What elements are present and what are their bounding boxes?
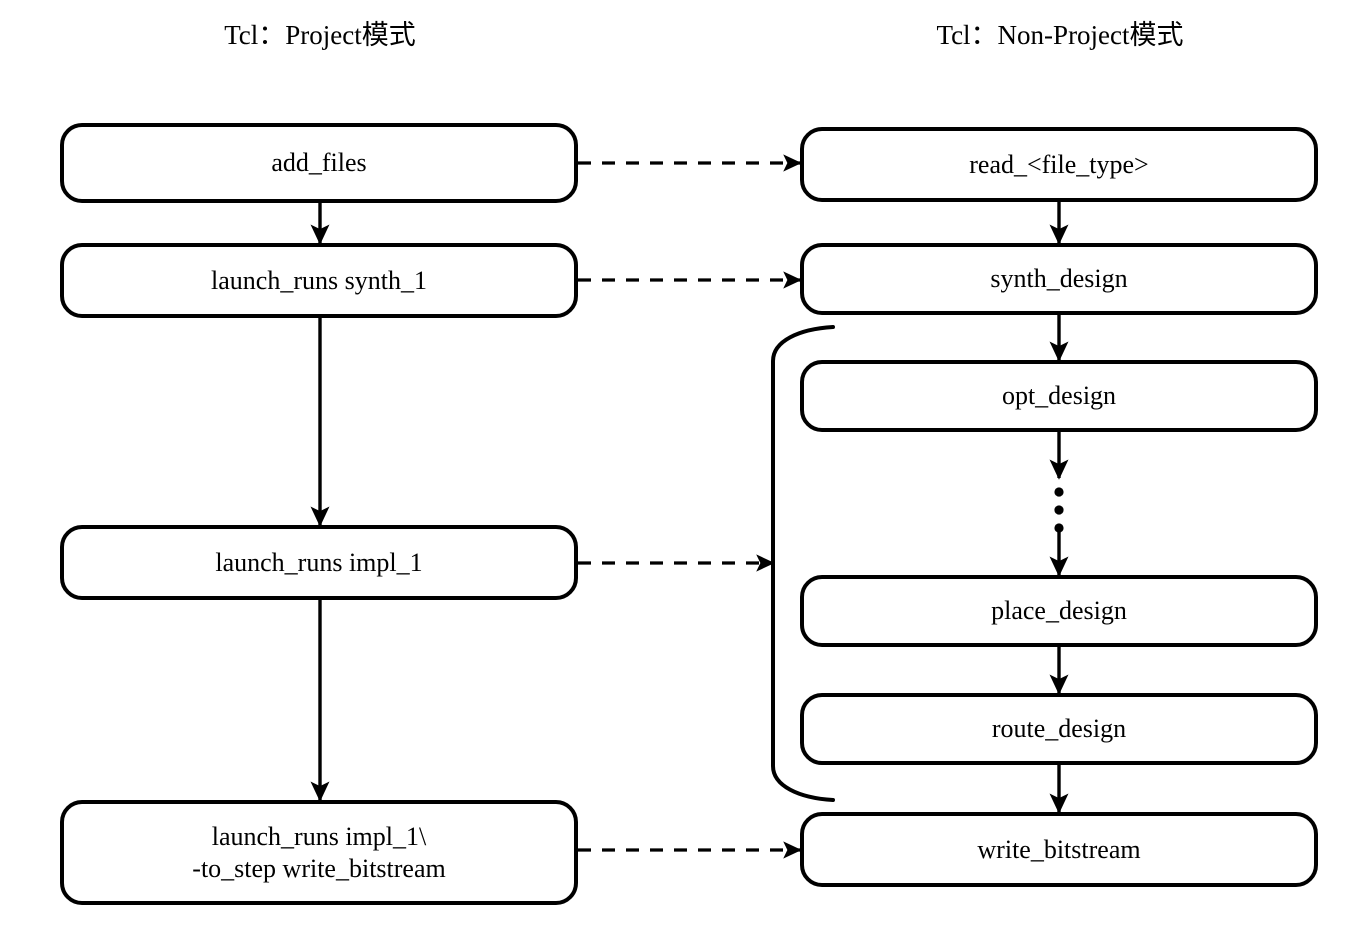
ellipsis-dot [1054,505,1064,515]
node-read-file-type[interactable]: read_<file_type> [800,127,1318,202]
node-synth-design[interactable]: synth_design [800,243,1318,315]
ellipsis-dot [1054,523,1064,533]
node-launch-synth-label: launch_runs synth_1 [211,265,427,295]
column-title-non-project-mode: Tcl：Non-Project模式 [936,20,1184,50]
node-route-design[interactable]: route_design [800,693,1318,765]
node-read-file-type-label: read_<file_type> [969,149,1149,179]
node-launch-synth[interactable]: launch_runs synth_1 [60,243,578,318]
node-opt-design[interactable]: opt_design [800,360,1318,432]
node-launch-impl-label: launch_runs impl_1 [215,547,423,577]
node-write-bitstream[interactable]: write_bitstream [800,812,1318,887]
node-launch-impl[interactable]: launch_runs impl_1 [60,525,578,600]
node-add-files[interactable]: add_files [60,123,578,203]
ellipsis-dot [1054,487,1064,497]
node-launch-impl-bit[interactable]: launch_runs impl_1\ -to_step write_bitst… [60,800,578,905]
node-opt-design-label: opt_design [1001,381,1117,411]
node-route-design-label: route_design [991,714,1127,744]
column-title-project-mode: Tcl：Project模式 [224,20,416,50]
dashed-connectors [578,154,802,859]
node-add-files-label: add_files [271,148,367,178]
node-synth-design-label: synth_design [990,264,1128,294]
node-write-bitstream-label: write_bitstream [977,834,1141,864]
node-launch-impl-bit-label: launch_runs impl_1\ -to_step write_bitst… [192,821,446,883]
vertical-ellipsis-icon [1054,487,1064,533]
node-place-design-label: place_design [991,596,1127,626]
node-place-design[interactable]: place_design [800,575,1318,647]
